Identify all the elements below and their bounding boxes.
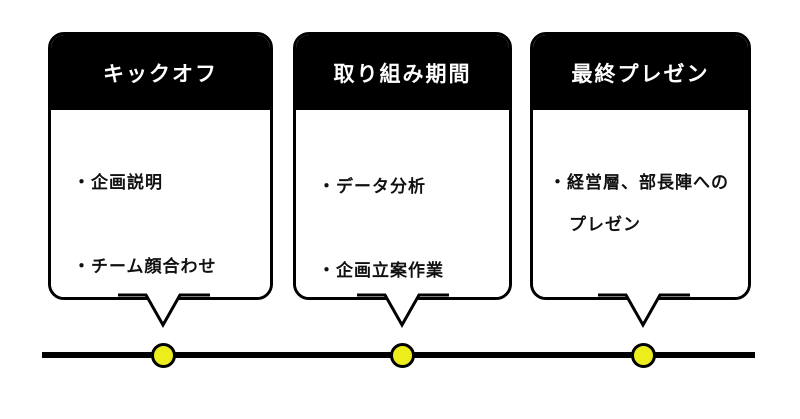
milestone-card-final-presentation[interactable]: 最終プレゼン ・経営層、部長陣への プレゼン (530, 32, 751, 300)
list-item: ・企画立案作業 (318, 208, 509, 292)
card-body-final-presentation: ・経営層、部長陣への プレゼン (533, 110, 748, 297)
bullet-list-kickoff: ・企画説明 ・チーム顔合わせ (51, 120, 270, 288)
milestone-card-kickoff[interactable]: キックオフ ・企画説明 ・チーム顔合わせ (48, 32, 273, 300)
timeline-dot-work-period[interactable] (390, 343, 415, 368)
bullet-text: ・企画立案作業 (318, 261, 444, 280)
milestone-card-work-period[interactable]: 取り組み期間 ・データ分析 ・企画立案作業 ・初心者向けの BIツール説明 (293, 32, 512, 300)
bullet-list-work-period: ・データ分析 ・企画立案作業 ・初心者向けの BIツール説明 (296, 124, 509, 297)
card-tail-kickoff (118, 293, 210, 329)
list-item: ・チーム顔合わせ (73, 204, 270, 288)
list-item: ・経営層、部長陣への プレゼン (549, 120, 748, 288)
card-header-work-period: 取り組み期間 (296, 35, 509, 110)
card-tail-work-period (357, 293, 449, 329)
card-tail-final-presentation (598, 293, 690, 329)
card-title-kickoff: キックオフ (103, 62, 218, 86)
card-body-kickoff: ・企画説明 ・チーム顔合わせ (51, 110, 270, 297)
bullet-list-final-presentation: ・経営層、部長陣への プレゼン (533, 120, 748, 288)
card-header-final-presentation: 最終プレゼン (533, 35, 748, 110)
bullet-text-continuation: プレゼン (569, 214, 641, 234)
card-title-work-period: 取り組み期間 (333, 62, 472, 86)
card-body-work-period: ・データ分析 ・企画立案作業 ・初心者向けの BIツール説明 (296, 110, 509, 297)
bullet-text: ・データ分析 (318, 177, 426, 196)
bullet-text: ・企画説明 (73, 172, 163, 192)
bullet-text: ・経営層、部長陣への (549, 172, 729, 192)
bullet-text: ・チーム顔合わせ (73, 256, 217, 276)
list-item: ・データ分析 (318, 124, 509, 208)
list-item: ・企画説明 (73, 120, 270, 204)
timeline-dot-final-presentation[interactable] (631, 343, 656, 368)
card-header-kickoff: キックオフ (51, 35, 270, 110)
card-title-final-presentation: 最終プレゼン (571, 62, 710, 86)
timeline-dot-kickoff[interactable] (151, 343, 176, 368)
